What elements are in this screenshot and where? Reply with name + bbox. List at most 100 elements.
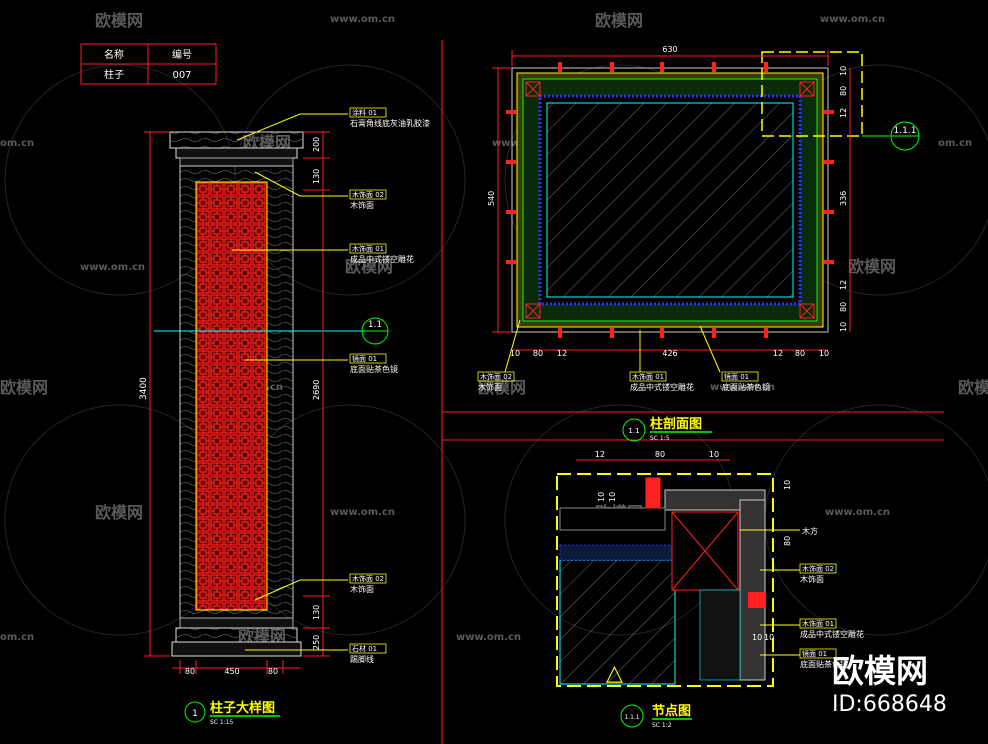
dim-bottom-right: 80	[268, 667, 278, 676]
dim-shaft-height: 2690	[312, 380, 321, 400]
dim-top: 12	[595, 450, 605, 459]
dim-right: 80	[783, 536, 792, 546]
dim-right: 12	[839, 280, 848, 290]
section-title: 柱剖面图	[650, 416, 702, 432]
watermark-site: www.om.cn	[825, 507, 890, 518]
sheet-dividers	[441, 40, 944, 744]
callout-tag: 镜面 01	[352, 354, 377, 363]
elevation-number: 1	[192, 709, 198, 719]
watermark-site: om.cn	[0, 138, 34, 149]
title-block-code: 007	[172, 70, 191, 81]
title-block-header-name: 名称	[104, 48, 124, 61]
dim-right: 336	[839, 191, 848, 206]
triangle-mark: △	[606, 661, 623, 686]
dim-base-height: 250	[312, 635, 321, 650]
callout-desc: 成品中式镂空雕花	[350, 254, 414, 264]
dim-total-height: 3400	[139, 377, 149, 400]
dim-section-height: 540	[487, 191, 496, 206]
dim-upper-trim: 130	[312, 169, 321, 184]
dim-right: 80	[839, 86, 848, 96]
callout-tag: 镜面 01	[724, 372, 749, 381]
elevation-callouts	[232, 113, 348, 651]
dim-bottom: 426	[662, 349, 677, 358]
brand-watermark: 欧模网 ID:668648	[832, 652, 947, 717]
dim-bottom: 12	[557, 349, 567, 358]
dim-left: 10	[608, 492, 617, 502]
node-title: 节点图	[652, 703, 691, 719]
section-number: 1.1	[628, 427, 639, 435]
dim-bottom: 80	[795, 349, 805, 358]
watermark-brand: 欧模网	[595, 11, 643, 30]
watermark-brand: 欧模网	[478, 378, 526, 397]
callout-desc: 底面贴茶色镜	[350, 364, 398, 374]
section-scale: SC 1:5	[650, 435, 670, 442]
dim-bottom: 80	[533, 349, 543, 358]
column-section: 1.1.1 630 540 10 80 12 336 12 80 10 10 8…	[477, 45, 920, 442]
callout-desc: 成品中式镂空雕花	[630, 382, 694, 392]
node-number: 1.1.1	[624, 714, 639, 721]
watermark-brand: 欧模网	[0, 378, 48, 397]
dim-top: 10	[709, 450, 719, 459]
dim-right: 10	[839, 322, 848, 332]
dim-bottom-middle: 450	[224, 667, 239, 676]
dim-right: 12	[839, 108, 848, 118]
callout-tag: 木饰面 02	[802, 564, 834, 573]
elevation-title: 柱子大样图	[210, 700, 275, 716]
dim-left: 10	[597, 492, 606, 502]
callout-tag: 木饰面 01	[352, 244, 384, 253]
watermark-brand: 欧模网	[345, 257, 393, 276]
node-detail: △ 12 80 10 10 10 10 80 10 10 木方 木饰面	[556, 450, 864, 729]
dim-bottom: 10	[819, 349, 829, 358]
callout-desc: 木饰面	[800, 574, 824, 584]
watermark-brand: 欧模网	[848, 257, 896, 276]
section-marker-label: 1.1	[368, 320, 382, 330]
callout-tag: 石材 01	[352, 644, 377, 653]
watermark-brand: 欧模网	[958, 378, 988, 397]
watermark-site: www.om.cn	[456, 632, 521, 643]
detail-marker-label: 1.1.1	[894, 126, 917, 136]
callout-desc: 成品中式镂空雕花	[800, 629, 864, 639]
callout-tag: 木饰面 01	[802, 619, 834, 628]
node-scale: SC 1:2	[652, 722, 672, 729]
callout-tag: 木饰面 02	[480, 372, 512, 381]
dim-right: 80	[839, 302, 848, 312]
watermark-brand: 欧模网	[95, 11, 143, 30]
brand-id: ID:668648	[832, 692, 947, 717]
dim-bottom: 10	[510, 349, 520, 358]
column-elevation: 3400 200 130 2690 130 250 80 450 80 1.1	[139, 107, 430, 726]
brand-logo-text: 欧模网	[832, 652, 928, 690]
dim-bottom: 12	[773, 349, 783, 358]
callout-tag: 木饰面 02	[352, 574, 384, 583]
dim-section-width: 630	[662, 45, 677, 54]
dim-inner: 10	[764, 633, 774, 642]
watermark-site: www.om.cn	[820, 14, 885, 25]
callout-desc: 木饰面	[478, 382, 502, 392]
watermark-site: www.om.cn	[80, 262, 145, 273]
title-block-header-code: 编号	[172, 48, 192, 61]
callout-tag: 木饰面 01	[632, 372, 664, 381]
watermark-site: www.om.cn	[330, 507, 395, 518]
watermark-circles	[4, 64, 988, 636]
elevation-scale: SC 1:15	[210, 719, 234, 726]
callout-desc: 木饰面	[350, 584, 374, 594]
dim-capital-height: 200	[312, 137, 321, 152]
title-block: 名称 编号 柱子 007	[80, 43, 217, 85]
callout-desc: 底面贴茶色镜	[800, 659, 848, 669]
callout-tag: 木饰面 02	[352, 190, 384, 199]
callout-desc: 木饰面	[350, 200, 374, 210]
dim-top: 80	[655, 450, 665, 459]
watermark-site: www.om.cn	[710, 382, 775, 393]
callout-tag: 镜面 01	[802, 649, 827, 658]
elevation-callout-tags	[349, 107, 387, 654]
watermark-site: om.cn	[0, 632, 34, 643]
callout-desc: 踢脚线	[350, 654, 374, 664]
dim-right: 10	[783, 480, 792, 490]
callout-desc: 底面贴茶色镜	[722, 382, 770, 392]
dim-inner: 10	[752, 633, 762, 642]
watermark-site: om.cn	[938, 138, 972, 149]
dim-right: 10	[839, 66, 848, 76]
watermark-site: www.om.cn	[330, 14, 395, 25]
dim-lower-trim: 130	[312, 605, 321, 620]
title-block-name: 柱子	[104, 68, 124, 81]
